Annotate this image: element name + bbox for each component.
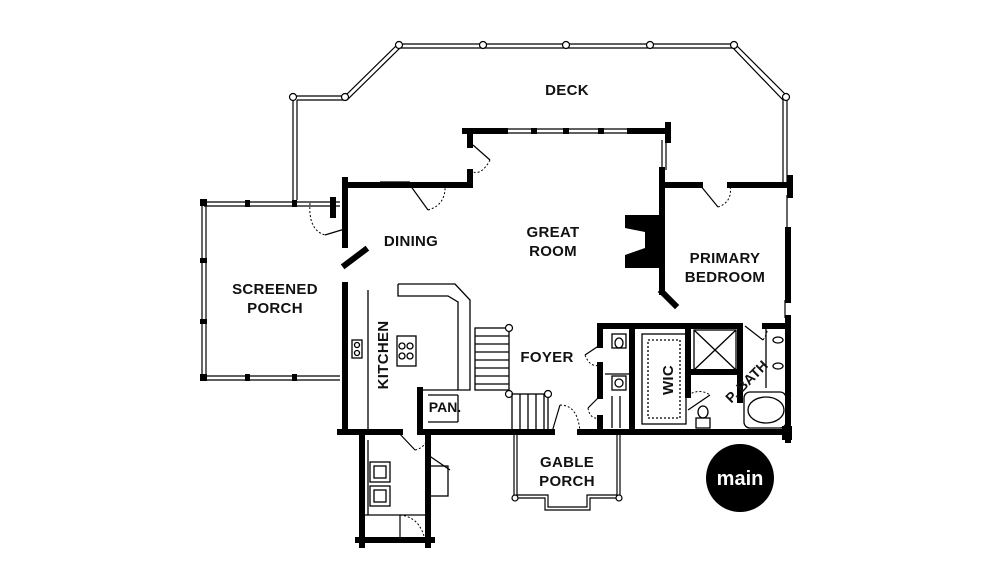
screened-porch-label-line1: SCREENED xyxy=(232,281,318,298)
foyer-label: FOYER xyxy=(520,349,573,366)
primary-bedroom-label-line1: PRIMARY xyxy=(690,250,761,267)
dining-rear-wall xyxy=(309,177,473,248)
primary-bedroom-walls xyxy=(659,175,793,443)
primary-bedroom-label-line2: BEDROOM xyxy=(685,269,765,286)
dining-label: DINING xyxy=(384,233,438,250)
walk-in-closet xyxy=(641,323,711,425)
mudroom-wing xyxy=(355,429,451,548)
stairs xyxy=(457,323,643,435)
screened-porch-label-line2: PORCH xyxy=(247,300,303,317)
gable-porch-label-line1: GABLE xyxy=(540,454,594,471)
kitchen-label: KITCHEN xyxy=(375,321,392,390)
deck-label: DECK xyxy=(545,82,589,99)
level-badge: main xyxy=(706,444,774,512)
great-room-label-line2: ROOM xyxy=(529,243,577,260)
fireplace xyxy=(625,167,680,310)
pantry-walls xyxy=(417,387,459,435)
pantry-label: PAN. xyxy=(429,399,461,415)
gable-porch-label-line2: PORCH xyxy=(539,473,595,490)
kitchen-walls xyxy=(337,245,471,451)
great-room-rear-wall xyxy=(462,122,671,188)
gable-porch xyxy=(511,432,623,511)
wic-label: WIC xyxy=(660,365,677,395)
deck-railing xyxy=(288,40,791,200)
great-room-label-line1: GREAT xyxy=(527,224,580,241)
primary-bath xyxy=(629,323,792,440)
level-badge-text: main xyxy=(717,468,764,490)
screened-porch xyxy=(200,199,340,381)
foyer-closets xyxy=(584,323,743,435)
